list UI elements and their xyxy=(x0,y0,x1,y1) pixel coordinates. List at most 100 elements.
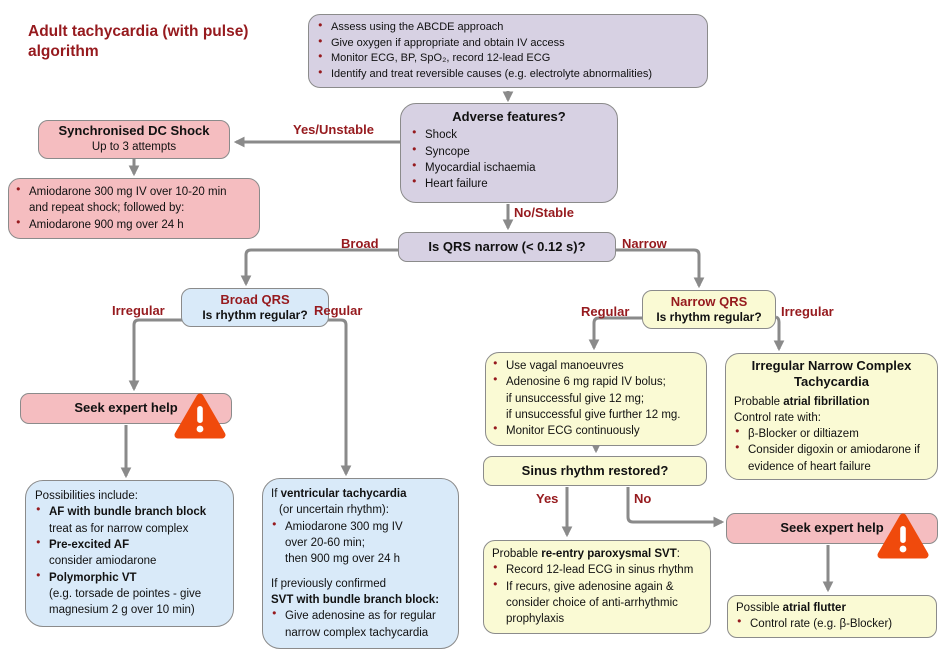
qrs-narrow-title: Is QRS narrow (< 0.12 s)? xyxy=(428,238,586,254)
broad-qrs-subtitle: Is rhythm regular? xyxy=(202,308,308,323)
irregular-narrow-probable-bold: atrial fibrillation xyxy=(783,395,870,408)
possibilities-item-3-rest: (e.g. torsade de pointes - give magnesiu… xyxy=(49,587,202,617)
seek-expert-help-right-title: Seek expert help xyxy=(780,520,884,536)
irregular-narrow-item-2: Consider digoxin or amiodarone if eviden… xyxy=(734,442,929,475)
flutter-pre: Possible xyxy=(736,602,783,614)
possibilities-item-1-bold: AF with bundle branch block xyxy=(49,506,207,519)
label-yes-unstable: Yes/Unstable xyxy=(293,122,374,137)
narrow-qrs-subtitle: Is rhythm regular? xyxy=(656,310,762,325)
amiodarone-box: Amiodarone 300 mg IV over 10-20 min and … xyxy=(8,178,260,239)
vagal-manoeuvres-box: Use vagal manoeuvres Adenosine 6 mg rapi… xyxy=(485,352,707,446)
assess-item-2: Give oxygen if appropriate and obtain IV… xyxy=(317,36,701,52)
possibilities-item-1-rest: treat as for narrow complex xyxy=(49,522,189,535)
qrs-narrow-box: Is QRS narrow (< 0.12 s)? xyxy=(398,232,616,262)
amiodarone-item-2: Amiodarone 900 mg over 24 h xyxy=(15,217,253,233)
possibilities-item-1: AF with bundle branch block treat as for… xyxy=(35,504,227,537)
ventricular-tachycardia-box: If ventricular tachycardia (or uncertain… xyxy=(262,478,459,649)
assess-item-1: Assess using the ABCDE approach xyxy=(317,20,701,36)
connector-sinus-no-seekexpert xyxy=(626,487,725,528)
irregular-narrow-probable-pre: Probable xyxy=(734,395,784,408)
amiodarone-item-1: Amiodarone 300 mg IV over 10-20 min and … xyxy=(15,184,253,217)
flutter-bold: atrial flutter xyxy=(782,602,846,614)
adverse-item-1: Shock xyxy=(411,127,607,143)
connector-narrowqrs-irregularnarrow xyxy=(773,315,785,352)
label-no-stable: No/Stable xyxy=(514,205,574,220)
label-narrow: Narrow xyxy=(622,236,667,251)
broad-qrs-title: Broad QRS xyxy=(220,292,290,307)
vagal-item-2-line-1: Adenosine 6 mg rapid IV bolus; xyxy=(506,376,666,389)
label-broad: Broad xyxy=(341,236,379,251)
vagal-item-2-line-2: if unsuccessful give 12 mg; xyxy=(506,392,645,405)
narrow-qrs-box: Narrow QRS Is rhythm regular? xyxy=(642,290,776,330)
page-title: Adult tachycardia (with pulse) algorithm xyxy=(28,23,249,61)
label-narrow-irregular: Irregular xyxy=(781,304,834,319)
label-no: No xyxy=(634,491,652,506)
possibilities-intro: Possibilities include: xyxy=(35,490,138,502)
connector-qrs-narrowqrs xyxy=(616,248,705,289)
vt-amiodarone-item: Amiodarone 300 mg IV over 20-60 min; the… xyxy=(271,519,450,568)
vagal-item-2: Adenosine 6 mg rapid IV bolus; if unsucc… xyxy=(492,374,700,423)
assess-item-3: Monitor ECG, BP, SpO₂, record 12-lead EC… xyxy=(317,51,701,67)
vt-para2-line1: If previously confirmed xyxy=(271,577,387,590)
amiodarone-item-1-line-1: Amiodarone 300 mg IV over 10-20 min xyxy=(29,186,227,198)
reentry-svt-box: Probable re-entry paroxysmal SVT: Record… xyxy=(483,540,711,634)
seek-expert-help-left-title: Seek expert help xyxy=(74,400,178,416)
dc-shock-subtitle: Up to 3 attempts xyxy=(91,141,177,154)
svt-item-1: Record 12-lead ECG in sinus rhythm xyxy=(492,562,702,578)
label-broad-irregular: Irregular xyxy=(112,303,165,318)
svt-item-2: If recurs, give adenosine again & consid… xyxy=(492,579,702,628)
irregular-narrow-complex-box: Irregular Narrow Complex Tachycardia Pro… xyxy=(725,353,938,481)
flutter-item: Control rate (e.g. β-Blocker) xyxy=(736,616,928,632)
vt-para1-bold: ventricular tachycardia xyxy=(280,488,407,500)
vt-amiodarone-line-2: over 20-60 min; xyxy=(285,536,365,549)
assess-box: Assess using the ABCDE approach Give oxy… xyxy=(308,14,708,89)
vt-para1-line2: (or uncertain rhythm): xyxy=(279,504,389,517)
svt-intro-line: Probable re-entry paroxysmal SVT: xyxy=(492,546,702,562)
narrow-qrs-title: Narrow QRS xyxy=(670,294,748,309)
label-broad-regular: Regular xyxy=(314,303,363,318)
vagal-item-3: Monitor ECG continuously xyxy=(492,423,700,439)
adverse-title: Adverse features? xyxy=(452,109,566,124)
irregular-narrow-title: Irregular Narrow Complex Tachycardia xyxy=(751,358,912,390)
possibilities-item-3-bold: Polymorphic VT xyxy=(49,571,137,584)
adverse-item-3: Myocardial ischaemia xyxy=(411,160,607,176)
possibilities-item-2-rest: consider amiodarone xyxy=(49,555,157,568)
flutter-line: Possible atrial flutter xyxy=(736,600,928,616)
label-yes: Yes xyxy=(536,491,559,506)
irregular-narrow-control-line: Control rate with: xyxy=(734,411,821,424)
sinus-rhythm-box: Sinus rhythm restored? xyxy=(483,456,707,486)
warning-icon xyxy=(174,393,226,439)
sinus-rhythm-title: Sinus rhythm restored? xyxy=(521,462,669,478)
dc-shock-title: Synchronised DC Shock xyxy=(58,123,210,138)
atrial-flutter-box: Possible atrial flutter Control rate (e.… xyxy=(727,595,937,638)
adverse-item-2: Syncope xyxy=(411,144,607,160)
vt-amiodarone-line-3: then 900 mg over 24 h xyxy=(285,553,401,566)
connector-broadqrs-seekexpert xyxy=(128,318,182,392)
amiodarone-item-1-line-2: and repeat shock; followed by: xyxy=(29,202,185,215)
svt-intro-pre: Probable xyxy=(492,548,542,560)
vt-para1-pre: If xyxy=(271,488,281,500)
vagal-item-1: Use vagal manoeuvres xyxy=(492,358,700,374)
connector-narrowqrs-vagal xyxy=(588,316,643,351)
possibilities-item-3: Polymorphic VT (e.g. torsade de pointes … xyxy=(35,570,227,619)
connector-qrs-broadqrs xyxy=(240,248,398,287)
vt-adenosine-item: Give adenosine as for regular narrow com… xyxy=(271,608,450,641)
label-narrow-regular: Regular xyxy=(581,304,630,319)
svt-intro-bold: re-entry paroxysmal SVT xyxy=(541,548,677,560)
warning-icon xyxy=(877,513,929,559)
possibilities-box: Possibilities include: AF with bundle br… xyxy=(25,480,234,627)
broad-qrs-box: Broad QRS Is rhythm regular? xyxy=(181,288,329,328)
vt-para2-bold: SVT with bundle branch block: xyxy=(271,593,440,606)
possibilities-item-2: Pre-excited AF consider amiodarone xyxy=(35,537,227,570)
irregular-narrow-probable-line: Probable atrial fibrillation xyxy=(734,394,929,410)
vt-amiodarone-line-1: Amiodarone 300 mg IV xyxy=(285,520,403,533)
assess-item-4: Identify and treat reversible causes (e.… xyxy=(317,67,701,83)
adverse-features-box: Adverse features? Shock Syncope Myocardi… xyxy=(400,103,618,203)
vt-para1-line1: If ventricular tachycardia xyxy=(271,486,450,502)
adverse-item-4: Heart failure xyxy=(411,176,607,192)
svt-intro-post: : xyxy=(676,548,680,560)
irregular-narrow-item-1: β-Blocker or diltiazem xyxy=(734,426,929,442)
vagal-item-2-line-3: if unsuccessful give further 12 mg. xyxy=(506,408,681,421)
dc-shock-box: Synchronised DC Shock Up to 3 attempts xyxy=(38,120,230,159)
